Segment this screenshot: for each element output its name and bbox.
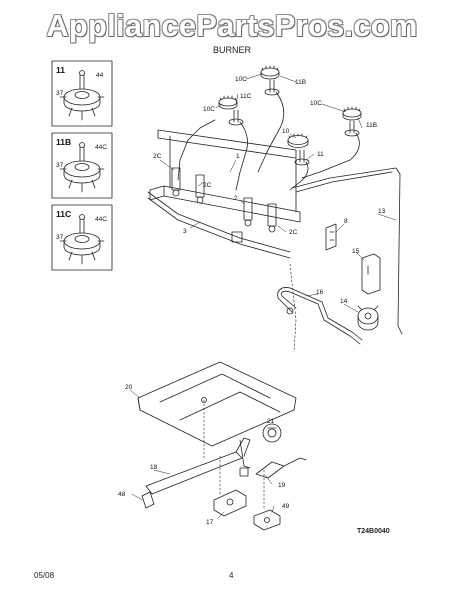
callout-11b: 11B (366, 122, 377, 129)
callout-16: 16 (316, 289, 324, 296)
inset-box-11 (51, 60, 113, 127)
inset-label-44c: 44C (95, 216, 107, 223)
callout-2c: 2C (153, 153, 162, 160)
callout-10c: 10C (203, 106, 215, 113)
callout-leaders (129, 73, 397, 519)
diagram-title: BURNER (212, 45, 251, 55)
callout-48: 48 (118, 491, 126, 498)
callout-2c: 2C (203, 182, 212, 189)
callout-10: 10 (282, 128, 290, 135)
callout-14: 14 (340, 298, 348, 305)
callout-20: 20 (125, 384, 133, 391)
callout-2: 2 (234, 195, 238, 202)
gas-valves (171, 167, 277, 233)
callout-10c: 10C (310, 100, 322, 107)
watermark-logo: AppliancePartsPros.com (46, 8, 418, 43)
callout-11c: 11C (240, 93, 252, 100)
burner-cap-right-back (342, 106, 362, 137)
page-number: 4 (229, 571, 234, 580)
callout-49: 49 (282, 503, 290, 510)
assembly-leader-lines (203, 263, 297, 511)
bake-burner-18 (145, 437, 251, 495)
manifold-bracket (149, 129, 301, 223)
bracket-8 (325, 223, 337, 251)
bracket-15 (361, 253, 381, 295)
callout-11b: 11B (295, 79, 306, 86)
callout-11: 11 (317, 151, 324, 158)
callout-8: 8 (344, 218, 348, 225)
clip-48 (141, 491, 155, 509)
callout-19: 19 (278, 482, 286, 489)
callout-18: 18 (150, 464, 158, 471)
callout-15: 15 (352, 248, 360, 255)
clip-49 (253, 509, 281, 531)
diagram-code: T24B0040 (357, 528, 390, 535)
igniter-19 (255, 457, 307, 479)
burner-cap-left-back (218, 95, 244, 126)
callout-13: 13 (378, 208, 386, 215)
callout-3: 3 (183, 228, 187, 235)
callout-21: 21 (267, 418, 275, 425)
bracket-17 (213, 489, 247, 517)
inset-box-11c (51, 204, 113, 271)
inset-label-11b: 11B (56, 137, 71, 147)
inset-label-44c: 44C (95, 144, 107, 151)
burner-cap-top-center (260, 65, 280, 96)
callout-2c: 2C (289, 229, 298, 236)
inset-burner-base-11b (59, 142, 105, 193)
inset-burner-base-11 (59, 70, 105, 121)
inset-label-11: 11 (56, 65, 65, 75)
orifice-21 (262, 423, 282, 443)
callout-17: 17 (206, 519, 214, 526)
tube-16 (277, 287, 363, 345)
lower-manifold-rail (147, 191, 291, 259)
inset-box-11b (51, 132, 113, 199)
burner-cap-right-front (287, 133, 310, 166)
callout-10c: 10C (235, 76, 247, 83)
inset-label-11c: 11C (56, 209, 71, 219)
inset-label-37: 37 (56, 90, 64, 97)
burner-tray-20 (137, 361, 297, 447)
gas-line-13 (291, 167, 403, 335)
inset-label-37: 37 (56, 234, 64, 241)
regulator-14 (357, 305, 379, 331)
inset-burner-base-11c (59, 214, 105, 265)
callout-1: 1 (236, 153, 240, 160)
footer-date: 05/08 (34, 571, 55, 580)
inset-label-44: 44 (96, 72, 104, 79)
inset-label-37: 37 (56, 162, 64, 169)
burner-tubes (177, 91, 360, 191)
